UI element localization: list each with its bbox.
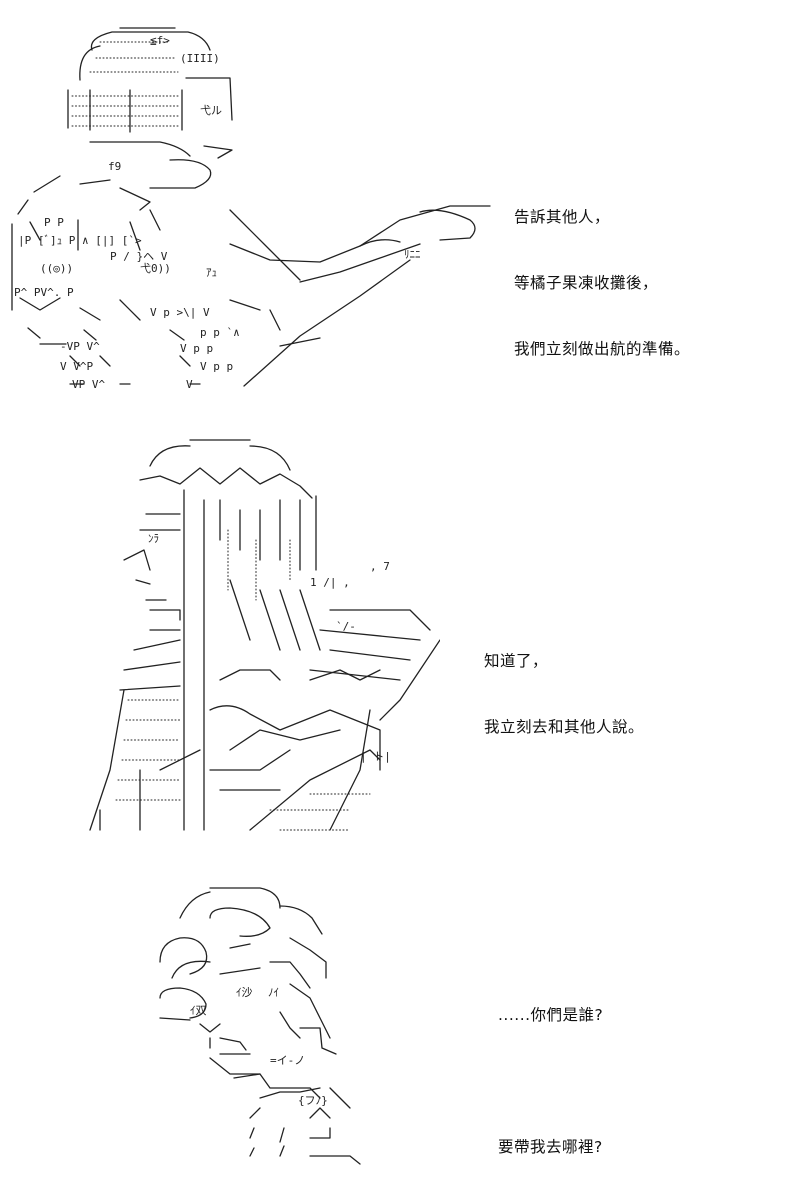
dialogue-line: ......你們是誰?: [498, 1006, 604, 1024]
captain-ascii-art: ≦f> (IIII) 弋ル f9 ((◎)) 弋0)) ｱｭ: [0, 10, 500, 390]
svg-text:`/-: `/-: [336, 620, 356, 633]
panel-1: ≦f> (IIII) 弋ル f9 ((◎)) 弋0)) ｱｭ: [0, 0, 800, 400]
dialogue-line: 要帶我去哪裡?: [498, 1138, 603, 1156]
crewmate-ascii-art: ﾝﾗ , 7 1 /| , `/- | ト|: [80, 430, 440, 840]
svg-text:V p >\| V: V p >\| V: [150, 306, 210, 319]
svg-text:, 7: , 7: [370, 560, 390, 573]
dialogue-line: 我立刻去和其他人說。: [484, 718, 645, 736]
svg-text:P / }ヘ V: P / }ヘ V: [110, 250, 168, 263]
svg-text:|P [ﾞ]ｭ P ∧ [|] [`>: |P [ﾞ]ｭ P ∧ [|] [`>: [18, 234, 142, 247]
svg-text:V: V: [186, 378, 193, 390]
hat-badge-text: (IIII): [180, 52, 220, 65]
chin-text: =イ-ノ: [270, 1054, 305, 1067]
arm-text: ｱｭ: [206, 266, 217, 279]
neck-text: {フﾉ}: [298, 1094, 328, 1107]
hand-text: ﾘﾆﾆ: [404, 248, 421, 261]
badge2-text: 弋0)): [140, 262, 171, 275]
hat-mark-text: ≦f>: [150, 34, 170, 47]
svg-text:-VP V^: -VP V^: [60, 340, 100, 353]
panel-3: ｲ沙 ﾉｲ ｲ双 =イ-ノ {フﾉ} ......你們是誰? 要帶我去哪裡?: [0, 870, 800, 1170]
svg-text:V V^P: V V^P: [60, 360, 93, 373]
cheek-text: f9: [108, 160, 121, 173]
eye-text: ｲ双: [190, 1004, 207, 1017]
svg-text:p p `∧: p p `∧: [200, 326, 240, 339]
face-text-1: ｲ沙: [236, 986, 253, 999]
svg-text:1 /| ,: 1 /| ,: [310, 576, 350, 589]
svg-text:P^ PV^. P: P^ PV^. P: [14, 286, 74, 299]
face-text-2: ﾉｲ: [268, 986, 279, 999]
mouth-text: ﾝﾗ: [148, 532, 159, 545]
dialogue-box-2: 知道了， 我立刻去和其他人說。: [484, 606, 644, 782]
badge-text: ((◎)): [40, 262, 73, 275]
dialogue-line: 等橘子果凍收攤後，: [514, 274, 659, 292]
dialogue-box-3: ......你們是誰? 要帶我去哪裡?: [498, 960, 603, 1202]
svg-text:| ト|: | ト|: [360, 750, 391, 763]
svg-text:VP V^: VP V^: [72, 378, 105, 390]
dialogue-line: 告訴其他人，: [514, 208, 611, 226]
panel-2: ﾝﾗ , 7 1 /| , `/- | ト| 知道了， 我立刻去和其他人說。: [0, 420, 800, 840]
girl-ascii-art: ｲ沙 ﾉｲ ｲ双 =イ-ノ {フﾉ}: [150, 878, 380, 1168]
dialogue-line: 知道了，: [484, 652, 549, 670]
dialogue-line: [498, 1070, 603, 1092]
dialogue-line: 我們立刻做出航的準備。: [514, 340, 691, 358]
svg-text:P P: P P: [44, 216, 64, 229]
svg-text:V p p: V p p: [200, 360, 233, 373]
dialogue-box-1: 告訴其他人， 等橘子果凍收攤後， 我們立刻做出航的準備。: [514, 162, 690, 404]
svg-text:V p p: V p p: [180, 342, 213, 355]
face-text: 弋ル: [200, 104, 222, 117]
